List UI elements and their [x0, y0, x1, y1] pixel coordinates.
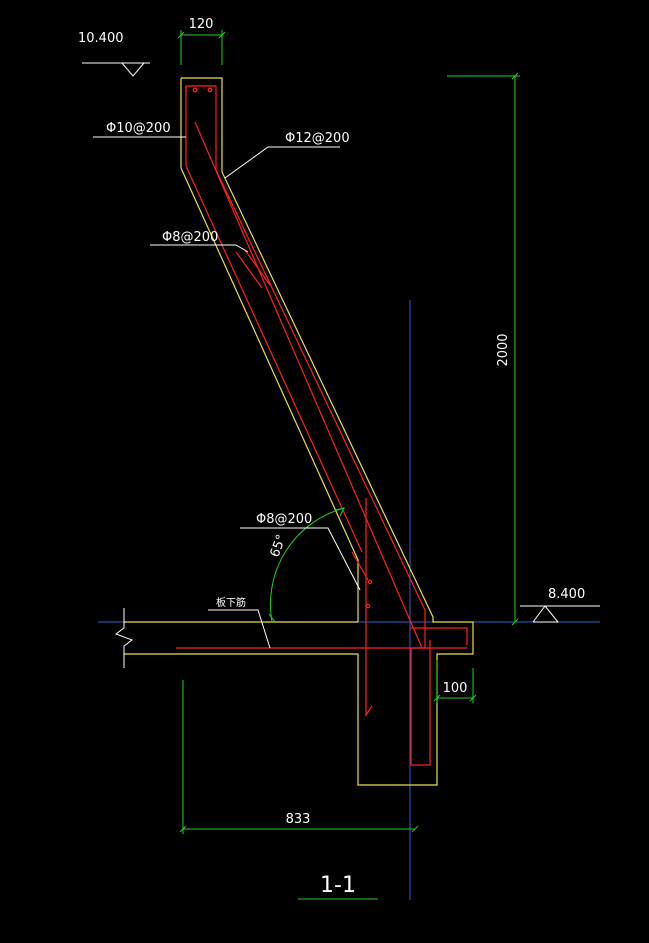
toe-dim-text: 100 — [443, 681, 468, 696]
rebar-dot-2 — [207, 87, 213, 93]
axis-lines — [98, 300, 600, 900]
outer-bar-label: Φ12@200 — [285, 131, 350, 146]
tick — [177, 31, 185, 39]
rebar-dot-1 — [192, 87, 198, 93]
elevation-markers — [82, 62, 600, 623]
leader-stirrup-bar — [240, 527, 361, 591]
wall-inner-face — [180, 78, 359, 622]
diagonal-bar — [194, 121, 423, 649]
wall-outline — [124, 77, 474, 786]
stirrup-vertical-bar — [365, 498, 373, 717]
tick — [218, 31, 226, 39]
leader-lines — [93, 136, 378, 900]
leader-distribution-bar — [150, 244, 249, 253]
leader-slab-bottom — [208, 609, 271, 649]
tick — [411, 825, 419, 833]
top-width-dim-text: 120 — [189, 17, 214, 32]
tick — [433, 694, 441, 702]
toe-bar — [410, 627, 468, 645]
tick — [179, 825, 187, 833]
rebar-group — [176, 85, 468, 766]
tick — [511, 618, 519, 626]
short-bar-2 — [244, 249, 271, 286]
break-line-symbol — [114, 608, 134, 668]
bottom-elevation-tri-a — [532, 605, 546, 623]
top-bar-label: Φ10@200 — [106, 121, 171, 136]
angle-arc-end — [268, 613, 276, 623]
stirrup-bar-label: Φ8@200 — [256, 512, 312, 527]
span-dim-text: 833 — [286, 812, 311, 827]
top-elevation-text: 10.400 — [78, 31, 124, 46]
height-dim-text: 2000 — [496, 333, 511, 366]
bottom-elevation-text: 8.400 — [548, 587, 585, 602]
angle-arrow — [335, 507, 345, 517]
concrete-outline — [124, 77, 474, 786]
angle-arc — [269, 507, 345, 623]
inner-bar — [185, 86, 363, 553]
top-elevation-triangle — [121, 62, 145, 77]
angle-text: 65° — [268, 533, 290, 560]
short-bar-3 — [351, 551, 369, 581]
section-label: 1-1 — [320, 873, 356, 898]
slab-bottom-label: 板下筋 — [216, 596, 246, 609]
tick — [511, 72, 519, 80]
leader-outer-bar — [224, 146, 340, 179]
bottom-elevation-tri-b — [533, 605, 560, 623]
dimension-lines — [177, 30, 520, 834]
rebar-dot-3 — [365, 603, 371, 609]
tick — [469, 694, 477, 702]
pit-bar — [410, 640, 431, 766]
distribution-bar-label: Φ8@200 — [162, 230, 218, 245]
rebar-dot-4 — [367, 579, 373, 585]
short-bar-1 — [235, 251, 263, 289]
